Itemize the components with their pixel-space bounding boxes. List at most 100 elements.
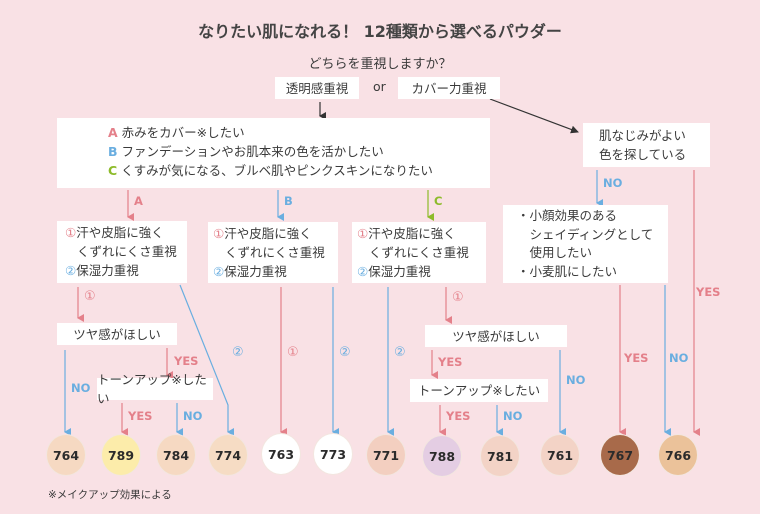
- label-no: NO: [566, 373, 586, 387]
- mark-1: ①: [65, 225, 77, 240]
- label-yes: YES: [128, 409, 153, 423]
- label-yes: YES: [624, 351, 649, 365]
- label-c: C: [434, 194, 443, 208]
- label-yes: YES: [438, 355, 463, 369]
- product-code: 773: [319, 446, 347, 462]
- choice-clarity: 透明感重視: [275, 77, 359, 99]
- abc-box: A 赤みをカバー※したい B ファンデーションやお肌本来の色を活かしたい C く…: [57, 118, 490, 188]
- opt1-text: 汗や皮脂に強く: [368, 226, 456, 241]
- mark-2-label: ②: [339, 345, 351, 360]
- toneup-box-a: トーンアップ※したい: [97, 372, 213, 406]
- label-no: NO: [603, 176, 623, 190]
- mark-1: ①: [213, 226, 225, 241]
- product-763: 763: [261, 433, 301, 475]
- product-771: 771: [366, 434, 406, 476]
- sub-box-c: ①汗や皮脂に強く くずれにくさ重視 ②保湿力重視: [352, 222, 486, 283]
- label-yes: YES: [174, 354, 199, 368]
- product-788: 788: [422, 435, 462, 477]
- product-764: 764: [46, 434, 86, 476]
- product-code: 784: [162, 447, 190, 463]
- arrow-cover: [489, 98, 579, 134]
- label-yes: YES: [696, 285, 721, 299]
- opt2-text: 保湿力重視: [368, 264, 431, 279]
- mark-2: ②: [65, 263, 77, 278]
- product-code: 767: [606, 447, 634, 463]
- shading-line: 使用したい: [517, 245, 593, 260]
- product-773: 773: [313, 433, 353, 475]
- product-code: 788: [428, 448, 456, 464]
- mark-1-label: ①: [84, 289, 96, 304]
- mark-2: ②: [357, 264, 369, 279]
- tsuya-text: ツヤ感がほしい: [73, 326, 161, 342]
- toneup-text: トーンアップ※したい: [97, 372, 207, 406]
- product-code: 763: [267, 446, 295, 462]
- mark-1: ①: [357, 226, 369, 241]
- product-766: 766: [658, 434, 698, 476]
- arrow-a2: [179, 284, 234, 436]
- product-code: 764: [52, 447, 80, 463]
- option-a: A 赤みをカバー※したい: [108, 123, 490, 142]
- option-a-text: 赤みをカバー※したい: [121, 125, 245, 140]
- footnote: ※メイクアップ効果による: [48, 489, 172, 501]
- opt2-text: 保湿力重視: [224, 264, 287, 279]
- letter-b: B: [108, 144, 118, 159]
- opt1-text-2: くずれにくさ重視: [77, 244, 177, 259]
- product-761: 761: [540, 434, 580, 476]
- mark-2: ②: [213, 264, 225, 279]
- label-yes: YES: [446, 409, 471, 423]
- product-code: 774: [214, 447, 242, 463]
- cover-question-line: 肌なじみがよい: [599, 128, 686, 143]
- product-code: 761: [546, 447, 574, 463]
- option-b: B ファンデーションやお肌本来の色を活かしたい: [108, 142, 490, 161]
- or-label: or: [373, 79, 386, 94]
- page-title: なりたい肌になれる！ 12種類から選べるパウダー: [198, 22, 562, 41]
- tsuya-box-c: ツヤ感がほしい: [425, 325, 567, 347]
- product-code: 789: [107, 447, 135, 463]
- cover-question-line: 色を探している: [599, 147, 687, 162]
- opt2-text: 保湿力重視: [76, 263, 139, 278]
- label-no: NO: [669, 351, 689, 365]
- choice-cover: カバー力重視: [398, 77, 500, 99]
- option-c-text: くすみが気になる、ブルベ肌やピンクスキンになりたい: [121, 163, 433, 178]
- product-774: 774: [208, 434, 248, 476]
- shading-line: シェイディングとして: [517, 226, 654, 242]
- cover-question-box: 肌なじみがよい 色を探している: [583, 123, 710, 167]
- product-789: 789: [101, 434, 141, 476]
- label-no: NO: [71, 381, 91, 395]
- toneup-text: トーンアップ※したい: [417, 383, 541, 398]
- choice-clarity-label: 透明感重視: [285, 80, 349, 96]
- tsuya-box-a: ツヤ感がほしい: [57, 323, 177, 345]
- label-no: NO: [183, 409, 203, 423]
- question: どちらを重視しますか？: [308, 57, 452, 72]
- shading-line: ・小顔効果のある: [517, 208, 618, 223]
- sub-box-b: ①汗や皮脂に強く くずれにくさ重視 ②保湿力重視: [208, 222, 338, 283]
- choice-cover-label: カバー力重視: [411, 80, 487, 96]
- sub-box-a: ①汗や皮脂に強く くずれにくさ重視 ②保湿力重視: [57, 221, 187, 283]
- label-no: NO: [503, 409, 523, 423]
- tsuya-text: ツヤ感がほしい: [452, 328, 540, 344]
- label-b: B: [284, 194, 293, 208]
- product-767: 767: [600, 434, 640, 476]
- product-code: 766: [664, 447, 692, 463]
- mark-2-label: ②: [394, 345, 406, 360]
- opt1-text-2: くずれにくさ重視: [369, 245, 469, 260]
- mark-1-label: ①: [287, 345, 299, 360]
- product-code: 771: [372, 447, 400, 463]
- opt1-text-2: くずれにくさ重視: [225, 245, 325, 260]
- toneup-box-c: トーンアップ※したい: [410, 379, 548, 402]
- option-c: C くすみが気になる、ブルベ肌やピンクスキンになりたい: [108, 161, 490, 180]
- opt1-text: 汗や皮脂に強く: [76, 225, 164, 240]
- mark-1-label: ①: [452, 290, 464, 305]
- product-784: 784: [156, 434, 196, 476]
- product-code: 781: [486, 448, 514, 464]
- letter-c: C: [108, 163, 118, 178]
- mark-2-label: ②: [232, 345, 244, 360]
- shading-line: ・小麦肌にしたい: [517, 263, 618, 279]
- product-781: 781: [480, 435, 520, 477]
- letter-a: A: [108, 125, 118, 140]
- opt1-text: 汗や皮脂に強く: [224, 226, 312, 241]
- shading-box: ・小顔効果のある シェイディングとして 使用したい ・小麦肌にしたい: [503, 205, 668, 283]
- label-a: A: [134, 194, 143, 208]
- option-b-text: ファンデーションやお肌本来の色を活かしたい: [121, 144, 384, 159]
